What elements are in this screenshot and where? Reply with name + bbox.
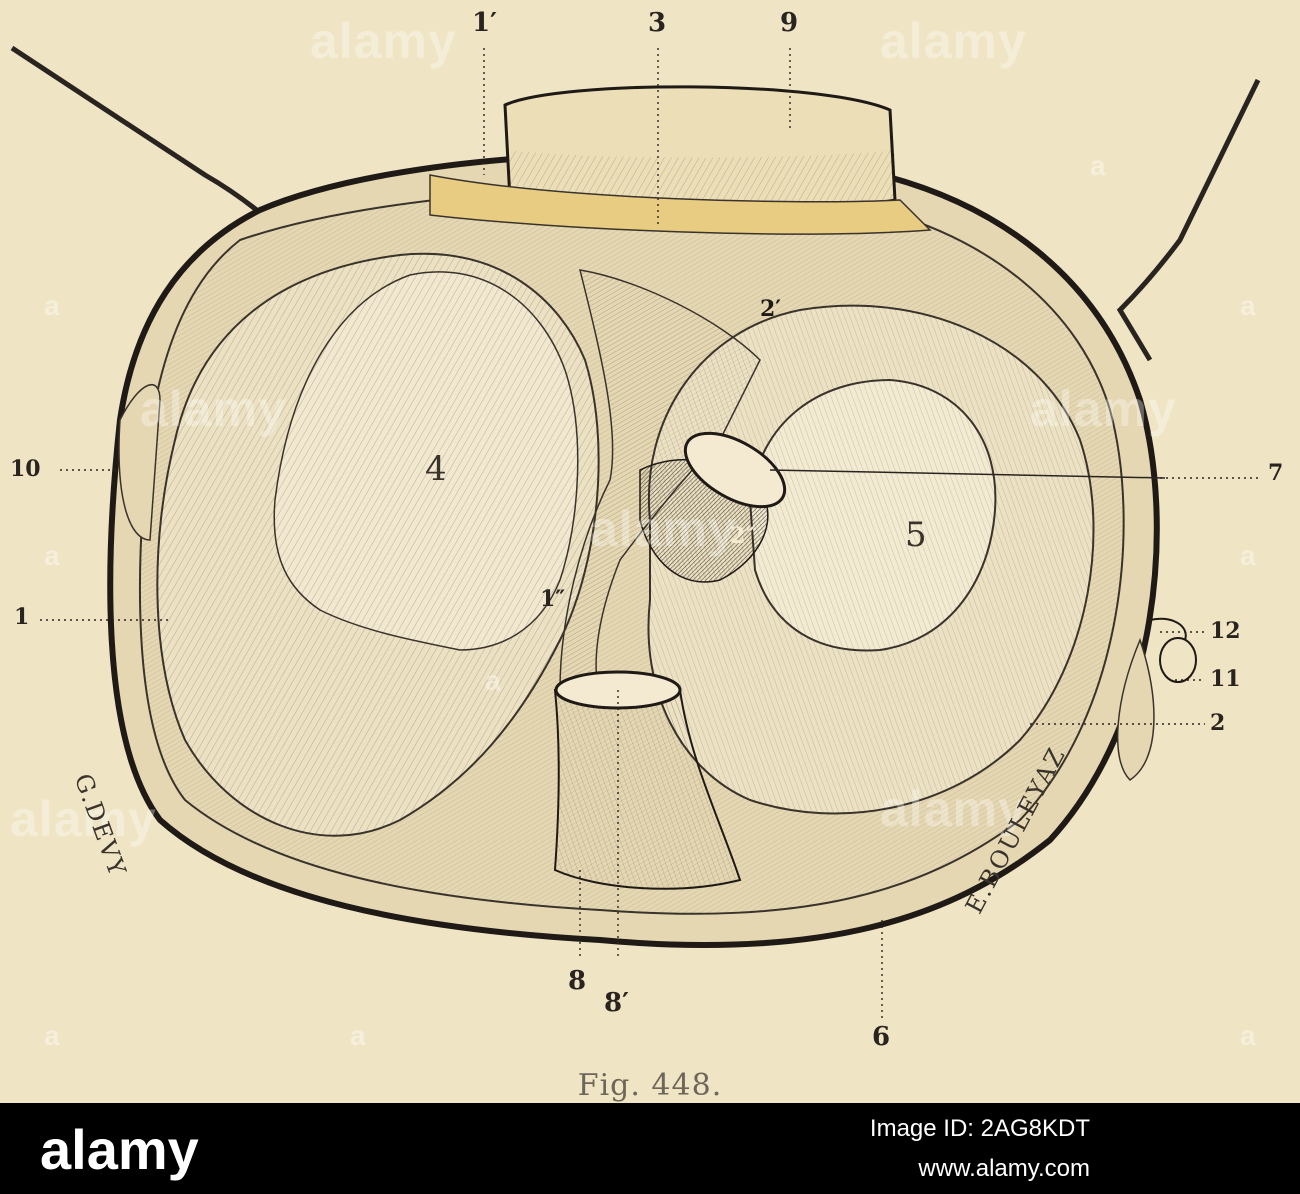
watermark-letter-1: a (44, 290, 60, 321)
callout-8: 8 (568, 966, 587, 996)
callout-4: 4 (425, 449, 447, 489)
watermark-word-7: alamy (880, 781, 1027, 837)
cut-ligament-stump-7 (683, 431, 787, 509)
watermark-word-6: alamy (10, 791, 157, 847)
callout-1-double-prime: 1″ (540, 586, 566, 612)
knee-cross-section-drawing (10, 45, 1261, 1020)
structure-12 (1149, 617, 1187, 641)
watermark-word-1: alamy (140, 381, 287, 437)
stock-footer-bar: alamy Image ID: 2AG8KDT www.alamy.com (0, 1103, 1300, 1194)
watermark-letter-8: a (1090, 150, 1106, 181)
posterior-ligament-stump (553, 689, 742, 890)
callout-5: 5 (905, 515, 927, 555)
callout-1: 1 (14, 604, 30, 630)
callout-6: 6 (872, 1022, 891, 1052)
patellar-tendon-cut (429, 85, 932, 235)
callout-3: 3 (648, 8, 667, 38)
site-url: www.alamy.com (918, 1155, 1090, 1182)
callout-8-prime: 8′ (604, 988, 629, 1018)
engraving-plate: alamy alamy alamy alamy alamy alamy alam… (0, 0, 1300, 1103)
callout-1-prime-top: 1′ (472, 8, 497, 38)
alamy-logo: alamy (40, 1118, 199, 1181)
watermark-word-2: alamy (590, 501, 737, 557)
callout-2-double-prime: 2″ (730, 523, 756, 549)
watermark-word-4: alamy (880, 13, 1027, 69)
structure-10 (118, 383, 161, 541)
callout-10: 10 (10, 456, 41, 482)
watermark-word-5: alamy (310, 13, 457, 69)
callout-2: 2 (1210, 710, 1226, 736)
watermark-letter-7: a (350, 1020, 366, 1051)
watermark-letter-3: a (44, 1020, 60, 1051)
watermark-letter-4: a (1240, 290, 1256, 321)
watermark-word-3: alamy (1030, 381, 1177, 437)
callout-12: 12 (1210, 618, 1241, 644)
watermark-letter-5: a (1240, 540, 1256, 571)
watermark-letter-2: a (44, 540, 60, 571)
callout-11: 11 (1210, 666, 1241, 692)
figure-caption: Fig. 448. (577, 1068, 723, 1103)
structure-11 (1159, 637, 1197, 683)
watermark-letter-9: a (485, 665, 501, 696)
image-id-label: Image ID: 2AG8KDT (869, 1115, 1090, 1142)
callout-9: 9 (780, 8, 799, 38)
right-retractor-hook (1116, 78, 1261, 362)
callout-2-prime: 2′ (760, 296, 782, 322)
watermark-letter-6: a (1240, 1020, 1256, 1051)
callout-7: 7 (1268, 460, 1284, 486)
